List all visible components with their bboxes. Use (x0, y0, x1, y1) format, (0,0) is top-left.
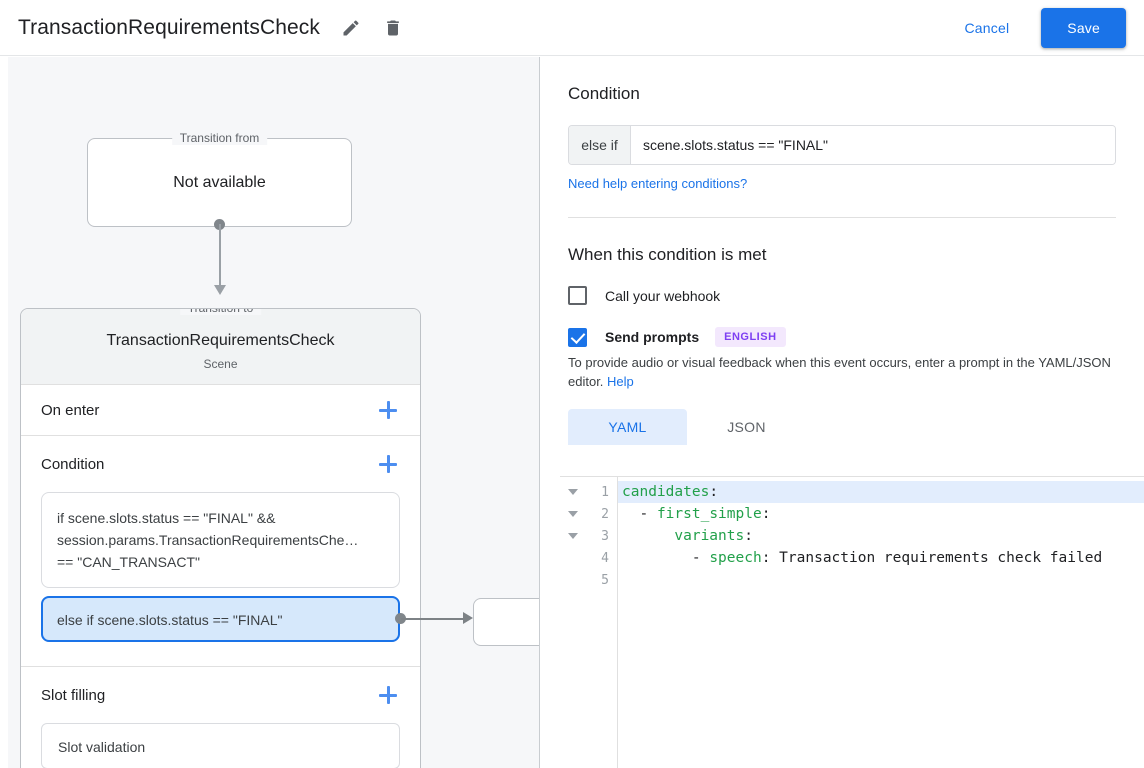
editor-code-area[interactable]: candidates: - first_simple: variants: - … (618, 477, 1144, 768)
condition-expression-input[interactable] (631, 126, 1115, 164)
section-on-enter: On enter (21, 385, 420, 436)
edge-condition-dot (395, 613, 406, 624)
panel-divider (539, 57, 540, 768)
code-line[interactable] (618, 569, 1144, 591)
condition-line: if scene.slots.status == "FINAL" && (57, 510, 276, 526)
condition-help-link[interactable]: Need help entering conditions? (568, 176, 748, 191)
condition-expression-row[interactable]: else if (568, 125, 1116, 165)
section-slot-filling-title: Slot filling (41, 686, 106, 704)
code-punc: : (744, 528, 753, 544)
line-number: 1 (601, 484, 609, 500)
code-key: candidates (622, 484, 710, 500)
send-prompts-label: Send prompts (605, 329, 700, 345)
page-title: TransactionRequirementsCheck (18, 15, 320, 39)
tab-json[interactable]: JSON (727, 419, 766, 435)
condition-line: session.params.TransactionRequirementsCh… (57, 532, 359, 548)
section-condition: Condition if scene.slots.status == "FINA… (21, 436, 420, 667)
when-condition-met-block: When this condition is met Call your web… (540, 218, 1144, 445)
condition-card[interactable]: if scene.slots.status == "FINAL" && sess… (41, 492, 400, 588)
section-condition-head: Condition (41, 436, 400, 492)
edge-arrow-right-icon (463, 612, 473, 624)
section-on-enter-title: On enter (41, 401, 100, 419)
edge-arrow-down-icon (213, 285, 226, 295)
edge-horizontal-line (401, 617, 464, 620)
code-line[interactable]: variants: (618, 525, 1144, 547)
prompts-helper-text: To provide audio or visual feedback when… (568, 353, 1116, 391)
add-condition-plus-icon[interactable] (376, 452, 400, 476)
section-condition-title: Condition (41, 455, 105, 473)
code-line[interactable]: - first_simple: (618, 503, 1144, 525)
canvas-left-strip (0, 57, 8, 768)
slot-card[interactable]: Slot validation (41, 723, 400, 768)
gutter-line: 1 (560, 481, 617, 503)
condition-line: else if scene.slots.status == "FINAL" (57, 612, 283, 628)
line-number: 4 (601, 550, 609, 566)
transition-from-legend: Transition from (171, 131, 268, 145)
language-badge: ENGLISH (715, 327, 786, 347)
cancel-button[interactable]: Cancel (953, 11, 1022, 45)
code-key: speech (709, 550, 762, 566)
fold-arrow-icon[interactable] (568, 511, 578, 517)
call-webhook-label: Call your webhook (605, 287, 721, 304)
condition-operator-chip[interactable]: else if (569, 126, 631, 164)
prompt-code-editor[interactable]: 1 2 3 4 5 candidates: - first_simple: va… (560, 476, 1144, 768)
tab-yaml[interactable]: YAML (568, 409, 687, 445)
line-number: 2 (601, 506, 609, 522)
transition-from-value: Not available (173, 173, 266, 191)
send-prompts-checkbox[interactable] (568, 327, 587, 347)
code-key: variants (674, 528, 745, 544)
scene-name: TransactionRequirementsCheck (106, 332, 335, 349)
gutter-line: 3 (560, 525, 617, 547)
trash-icon[interactable] (376, 11, 410, 45)
code-indent (622, 506, 639, 522)
gutter-line: 4 (560, 547, 617, 569)
code-punc: : (761, 506, 771, 522)
section-slot-filling-head: Slot filling (41, 667, 400, 723)
call-webhook-checkbox[interactable] (568, 286, 587, 305)
code-indent (622, 550, 692, 566)
send-prompts-row[interactable]: Send prompts ENGLISH (568, 327, 1116, 347)
edge-vertical-line (218, 224, 221, 287)
add-slot-filling-plus-icon[interactable] (376, 683, 400, 707)
app-header: TransactionRequirementsCheck Cancel Save (0, 0, 1144, 56)
condition-card-selected[interactable]: else if scene.slots.status == "FINAL" (41, 596, 400, 642)
code-punc: : (709, 484, 719, 500)
pencil-icon[interactable] (334, 11, 368, 45)
code-value: Transaction requirements check failed (770, 550, 1103, 566)
code-dash: - (691, 550, 710, 566)
code-line[interactable]: candidates: (618, 481, 1144, 503)
save-button[interactable]: Save (1041, 7, 1126, 48)
prompts-helper-sentence: To provide audio or visual feedback when… (568, 355, 1111, 389)
condition-block: Condition else if Need help entering con… (540, 57, 1144, 218)
section-slot-filling: Slot filling Slot validation Transaction… (21, 667, 420, 768)
line-number: 5 (601, 572, 609, 588)
scene-type: Scene (203, 357, 238, 371)
condition-heading: Condition (568, 84, 640, 103)
add-on-enter-plus-icon[interactable] (376, 398, 400, 422)
section-on-enter-head: On enter (41, 385, 400, 435)
gutter-line: 2 (560, 503, 617, 525)
editor-format-tabs[interactable]: YAML JSON (568, 409, 1116, 445)
fold-arrow-icon[interactable] (568, 533, 578, 539)
fold-arrow-icon[interactable] (568, 489, 578, 495)
webhook-row[interactable]: Call your webhook (568, 286, 1116, 305)
line-number: 3 (601, 528, 609, 544)
code-key: first_simple (656, 506, 762, 522)
transition-to-node[interactable]: Transition to TransactionRequirementsChe… (20, 308, 421, 768)
graph-canvas[interactable]: Transition from Not available Transition… (0, 57, 540, 768)
target-node[interactable] (473, 598, 540, 646)
code-line[interactable]: - speech: Transaction requirements check… (618, 547, 1144, 569)
scene-header: TransactionRequirementsCheck Scene (21, 309, 420, 385)
code-punc: : (761, 550, 771, 566)
condition-line: == "CAN_TRANSACT" (57, 554, 200, 570)
gutter-line: 5 (560, 569, 617, 591)
detail-divider (568, 217, 1116, 218)
prompts-help-link[interactable]: Help (607, 374, 634, 389)
code-indent (622, 528, 674, 544)
transition-from-node[interactable]: Transition from Not available (87, 131, 352, 227)
transition-to-legend: Transition to (179, 309, 262, 315)
code-dash: - (639, 506, 657, 522)
editor-gutter: 1 2 3 4 5 (560, 477, 618, 768)
when-condition-met-heading: When this condition is met (568, 245, 767, 264)
